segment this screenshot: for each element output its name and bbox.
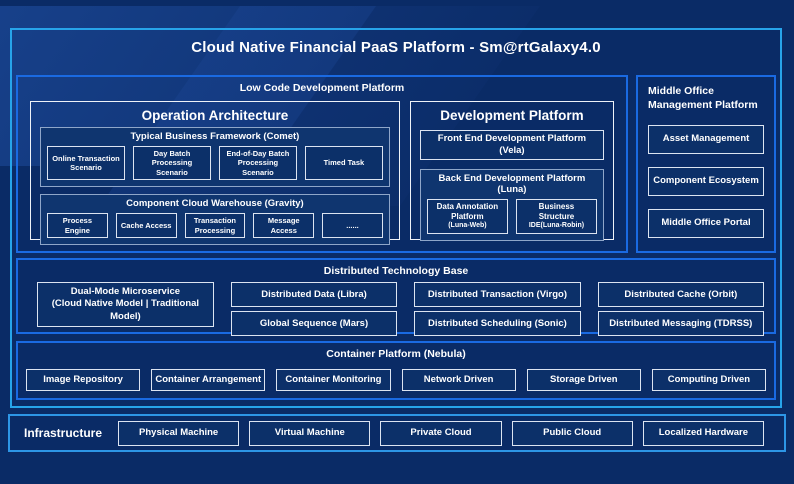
box-message-access: Message Access bbox=[253, 213, 315, 239]
box-container-monitoring: Container Monitoring bbox=[276, 369, 391, 391]
section-distributed-technology-base: Distributed Technology Base Dual-Mode Mi… bbox=[16, 258, 776, 336]
low-code-columns: Operation Architecture Typical Business … bbox=[30, 101, 614, 246]
group-typical-business-framework: Typical Business Framework (Comet) Onlin… bbox=[40, 127, 390, 188]
section-middle-office-management-platform: Middle Office Management Platform Asset … bbox=[636, 75, 776, 253]
framework-items-row: Online Transaction Scenario Day Batch Pr… bbox=[47, 146, 383, 181]
box-development-platform: Development Platform Front End Developme… bbox=[409, 101, 614, 241]
box-container-arrangement: Container Arrangement bbox=[151, 369, 266, 391]
box-operation-architecture: Operation Architecture Typical Business … bbox=[30, 101, 400, 246]
distributed-column-1: Distributed Data (Libra) Global Sequence… bbox=[230, 282, 398, 336]
distributed-grid: Dual-Mode Microservice (Cloud Native Mod… bbox=[37, 282, 764, 336]
data-annotation-label: Data Annotation Platform bbox=[436, 201, 499, 221]
box-public-cloud: Public Cloud bbox=[511, 420, 633, 446]
box-storage-driven: Storage Driven bbox=[526, 369, 641, 391]
box-transaction-processing: Transaction Processing bbox=[184, 213, 246, 239]
section-container-platform-nebula: Container Platform (Nebula) Image Reposi… bbox=[16, 341, 776, 400]
box-network-driven: Network Driven bbox=[401, 369, 516, 391]
backend-items-row: Data Annotation Platform (Luna-Web) Busi… bbox=[426, 198, 597, 234]
typical-business-framework-title: Typical Business Framework (Comet) bbox=[130, 131, 300, 142]
business-structure-label: Business Structure bbox=[538, 201, 575, 221]
box-timed-task: Timed Task bbox=[304, 146, 383, 181]
section-low-code-development-platform: Low Code Development Platform Operation … bbox=[16, 75, 628, 253]
box-private-cloud: Private Cloud bbox=[380, 420, 502, 446]
distributed-column-3: Distributed Cache (Orbit) Distributed Me… bbox=[597, 282, 764, 336]
section-infrastructure: Infrastructure Physical Machine Virtual … bbox=[8, 414, 786, 452]
business-structure-sub: IDE(Luna-Robin) bbox=[528, 221, 585, 229]
section-label-low-code: Low Code Development Platform bbox=[239, 82, 405, 94]
group-component-cloud-warehouse: Component Cloud Warehouse (Gravity) Proc… bbox=[40, 194, 390, 246]
box-front-end-development-platform-vela: Front End Development Platform (Vela) bbox=[419, 130, 604, 160]
operation-architecture-title: Operation Architecture bbox=[141, 108, 289, 123]
box-middle-office-portal: Middle Office Portal bbox=[648, 208, 764, 238]
box-process-engine: Process Engine bbox=[47, 213, 108, 239]
box-asset-management: Asset Management bbox=[648, 124, 764, 154]
box-online-transaction-scenario: Online Transaction Scenario bbox=[47, 146, 125, 181]
box-computing-driven: Computing Driven bbox=[651, 369, 767, 391]
container-platform-title: Container Platform (Nebula) bbox=[326, 348, 466, 360]
container-platform-row: Image Repository Container Arrangement C… bbox=[26, 369, 767, 391]
box-distributed-messaging-tdrss: Distributed Messaging (TDRSS) bbox=[597, 311, 764, 336]
box-component-ecosystem: Component Ecosystem bbox=[648, 166, 764, 196]
box-business-structure-ide: Business Structure IDE(Luna-Robin) bbox=[515, 198, 597, 234]
box-day-batch-processing-scenario: Day Batch Processing Scenario bbox=[132, 146, 211, 181]
box-physical-machine: Physical Machine bbox=[118, 420, 240, 446]
box-data-annotation-platform: Data Annotation Platform (Luna-Web) bbox=[426, 198, 508, 234]
page-title: Cloud Native Financial PaaS Platform - S… bbox=[191, 39, 601, 56]
back-end-development-platform-title: Back End Development Platform (Luna) bbox=[438, 172, 586, 195]
box-ellipsis-more: ...... bbox=[322, 213, 383, 239]
distributed-technology-base-title: Distributed Technology Base bbox=[323, 265, 469, 277]
development-platform-title: Development Platform bbox=[440, 108, 584, 123]
box-global-sequence-mars: Global Sequence (Mars) bbox=[230, 311, 398, 336]
component-cloud-warehouse-title: Component Cloud Warehouse (Gravity) bbox=[126, 198, 304, 210]
warehouse-items-row: Process Engine Cache Access Transaction … bbox=[47, 213, 383, 239]
box-virtual-machine: Virtual Machine bbox=[249, 420, 371, 446]
main-diagram-frame: Cloud Native Financial PaaS Platform - S… bbox=[10, 28, 782, 408]
infrastructure-label: Infrastructure bbox=[24, 426, 103, 440]
box-localized-hardware: Localized Hardware bbox=[642, 420, 764, 446]
box-end-of-day-batch-processing-scenario: End-of-Day Batch Processing Scenario bbox=[218, 146, 297, 181]
middle-office-title: Middle Office Management Platform bbox=[648, 85, 758, 111]
distributed-column-2: Distributed Transaction (Virgo) Distribu… bbox=[414, 282, 581, 336]
data-annotation-sub: (Luna-Web) bbox=[448, 221, 487, 229]
dual-mode-line2: (Cloud Native Model | Traditional Model) bbox=[51, 298, 200, 322]
box-image-repository: Image Repository bbox=[26, 369, 141, 391]
box-distributed-scheduling-sonic: Distributed Scheduling (Sonic) bbox=[414, 311, 581, 336]
box-distributed-transaction-virgo: Distributed Transaction (Virgo) bbox=[414, 282, 581, 307]
dual-mode-line1: Dual-Mode Microservice bbox=[70, 285, 181, 297]
box-distributed-cache-orbit: Distributed Cache (Orbit) bbox=[597, 282, 764, 307]
box-distributed-data-libra: Distributed Data (Libra) bbox=[230, 282, 398, 307]
group-back-end-development-platform: Back End Development Platform (Luna) Dat… bbox=[419, 168, 604, 241]
box-dual-mode-microservice: Dual-Mode Microservice (Cloud Native Mod… bbox=[37, 282, 214, 327]
box-cache-access: Cache Access bbox=[115, 213, 177, 239]
